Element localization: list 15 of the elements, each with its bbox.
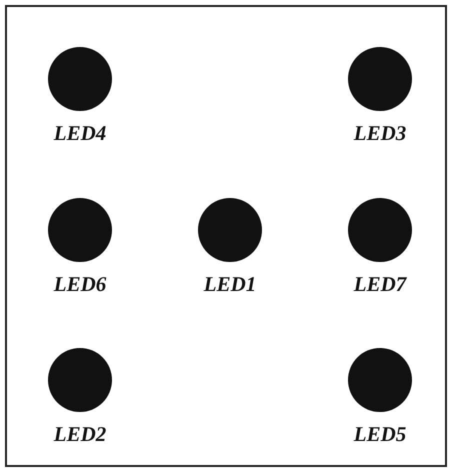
led-label: LED6 [54, 272, 106, 297]
led-label: LED2 [54, 422, 106, 447]
led-circle [198, 198, 262, 262]
panel-frame [5, 5, 447, 467]
led-label: LED7 [354, 272, 406, 297]
led-circle [348, 198, 412, 262]
led-circle [48, 198, 112, 262]
led-label: LED3 [354, 121, 406, 146]
led-label: LED1 [204, 272, 256, 297]
led-label: LED4 [54, 121, 106, 146]
led-circle [48, 47, 112, 111]
led-circle [348, 47, 412, 111]
led-label: LED5 [354, 422, 406, 447]
led-circle [348, 348, 412, 412]
led-circle [48, 348, 112, 412]
